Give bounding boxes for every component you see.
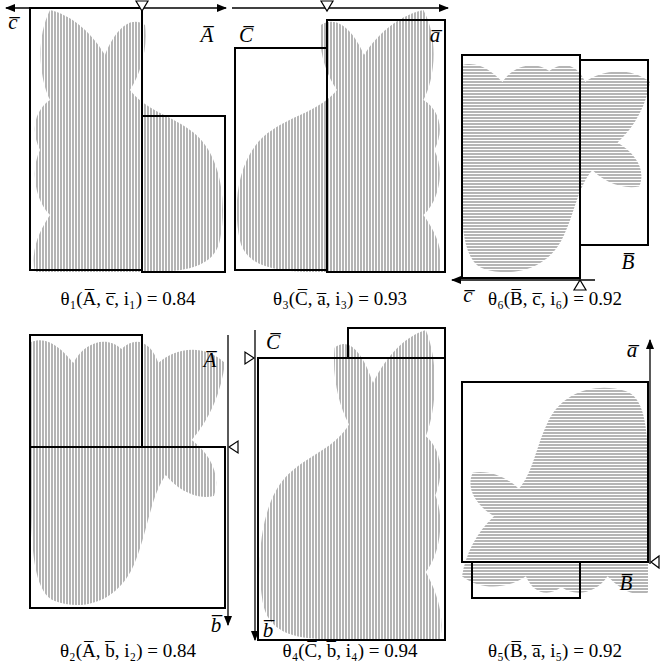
part-label: C̅	[266, 332, 280, 353]
caption: θ₅(B̅, a̅, i₅) = 0.92	[488, 641, 622, 660]
caption: θ₁(A̅, c̅, i₁) = 0.84	[61, 289, 196, 308]
part-label: C̅	[239, 25, 253, 46]
part-label: B̅	[620, 573, 633, 594]
axis-label: a̅	[627, 340, 638, 361]
caption: θ₄(C̅, b̅, i₄) = 0.94	[283, 641, 418, 660]
caption: θ₆(B̅, c̅, i₆) = 0.92	[488, 289, 622, 308]
axis-label: c̅	[463, 285, 472, 306]
part-label: B̅	[622, 252, 635, 273]
caption: θ₃(C̅, a̅, i₃) = 0.93	[273, 289, 407, 308]
caption: θ₂(A̅, b̅, i₂) = 0.84	[60, 641, 196, 660]
part-label: A̅	[204, 350, 217, 371]
axis-label: b̅	[263, 620, 274, 641]
axis-label: a̅	[430, 25, 441, 46]
part-label: A̅	[201, 25, 214, 46]
axis-label: b̅	[211, 615, 222, 636]
axis-label: c̅	[8, 12, 17, 33]
